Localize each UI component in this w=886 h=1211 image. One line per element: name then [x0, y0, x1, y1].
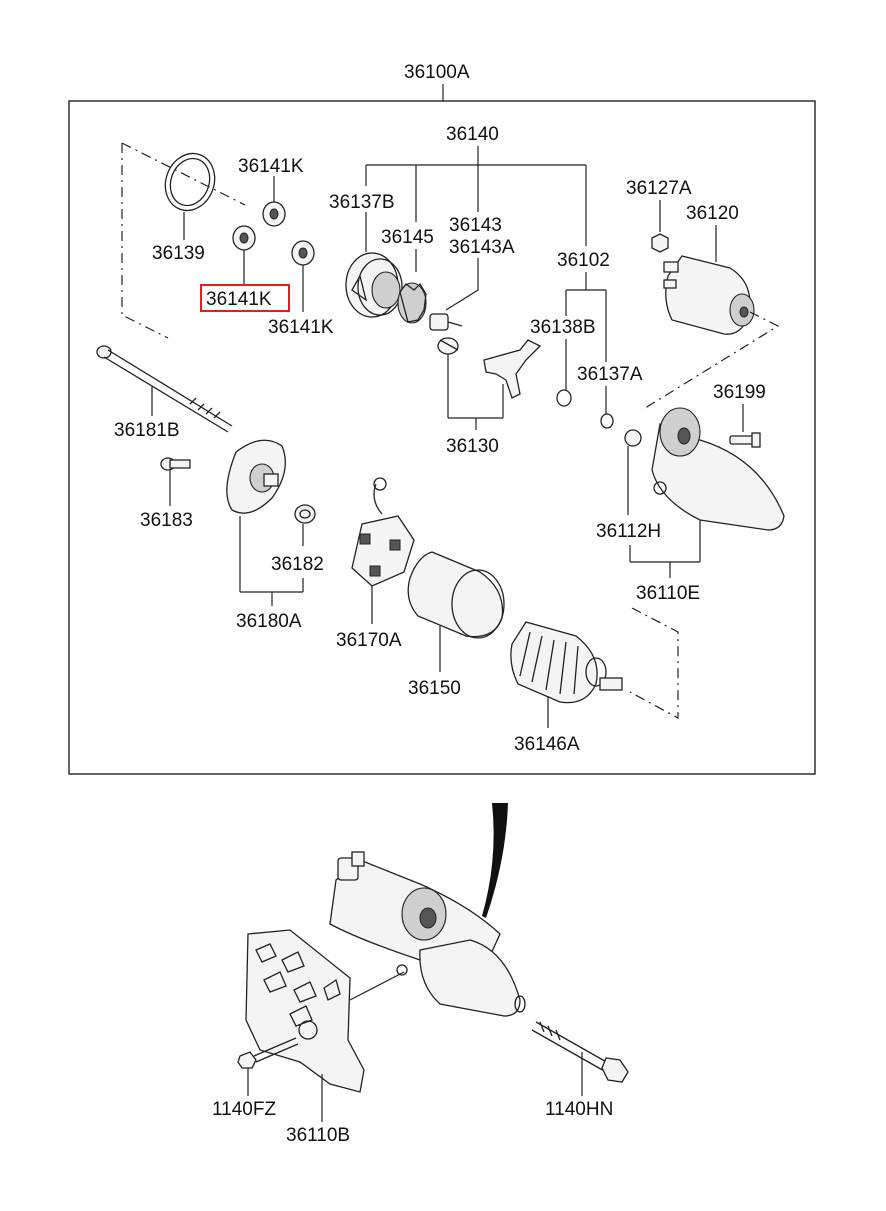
part-36145-pinion[interactable]: [397, 282, 427, 324]
axis-line-left: [121, 143, 169, 339]
label-36199[interactable]: 36199: [713, 382, 766, 403]
label-36141K-right[interactable]: 36141K: [268, 317, 334, 338]
label-36146A[interactable]: 36146A: [514, 734, 580, 755]
part-36110E-front-housing[interactable]: [651, 407, 785, 531]
highlight-box-36141K: [200, 284, 290, 312]
label-36181B[interactable]: 36181B: [114, 420, 180, 441]
part-36170A-brush-holder[interactable]: [351, 477, 415, 587]
label-36140[interactable]: 36140: [446, 124, 499, 145]
part-1140FZ-bolt[interactable]: [237, 1037, 299, 1069]
part-1140HN-bolt[interactable]: [531, 1021, 629, 1083]
leader-36130: [447, 354, 504, 430]
label-36141K-top[interactable]: 36141K: [238, 156, 304, 177]
part-36141K-gear-top[interactable]: [262, 201, 286, 227]
label-36143[interactable]: 36143: [449, 215, 502, 236]
part-36181B-through-bolt[interactable]: [96, 345, 233, 433]
label-36110B[interactable]: 36110B: [286, 1125, 350, 1146]
label-36110E[interactable]: 36110E: [636, 583, 700, 604]
part-36182-bushing[interactable]: [294, 504, 316, 524]
part-36120-solenoid[interactable]: [663, 255, 755, 335]
axis-line-armature: [629, 607, 679, 720]
part-36199-screw[interactable]: [729, 432, 761, 448]
part-36139-seal-ring[interactable]: [158, 147, 223, 218]
part-36141K-gear-selected[interactable]: [232, 225, 256, 251]
label-36182[interactable]: 36182: [271, 554, 324, 575]
part-36110B-heat-shield[interactable]: [245, 929, 365, 1093]
label-36138B[interactable]: 36138B: [530, 317, 596, 338]
leader-shield-to-motor: [349, 971, 405, 1001]
leader-36102: [565, 272, 607, 362]
label-36141K-selected[interactable]: 36141K: [206, 289, 272, 310]
part-36127A-nut[interactable]: [651, 233, 669, 253]
part-36137B-drive-housing[interactable]: [345, 252, 403, 318]
label-36100A[interactable]: 36100A: [404, 62, 470, 83]
label-36137B[interactable]: 36137B: [329, 192, 395, 213]
part-36180A-rear-bracket[interactable]: [226, 439, 286, 514]
assembly-frame: [68, 100, 816, 775]
part-36146A-armature[interactable]: [510, 621, 623, 704]
label-36130[interactable]: 36130: [446, 436, 499, 457]
label-36150[interactable]: 36150: [408, 678, 461, 699]
label-36145[interactable]: 36145: [381, 227, 434, 248]
axis-line-solenoid: [641, 311, 780, 411]
label-36183[interactable]: 36183: [140, 510, 193, 531]
part-36137A-washer[interactable]: [600, 413, 614, 429]
axis-line-top: [121, 142, 246, 206]
label-36112H[interactable]: 36112H: [596, 521, 661, 542]
label-36170A[interactable]: 36170A: [336, 630, 402, 651]
part-starter-motor-assembly[interactable]: [329, 851, 526, 1017]
part-36141K-gear-right[interactable]: [291, 240, 315, 266]
leader-36143: [445, 258, 479, 311]
label-36180A[interactable]: 36180A: [236, 611, 302, 632]
part-36112H-bushing[interactable]: [624, 429, 642, 447]
part-36130-lever-and-plunger[interactable]: [437, 337, 542, 399]
label-1140FZ[interactable]: 1140FZ: [212, 1099, 276, 1120]
label-36137A[interactable]: 36137A: [577, 364, 643, 385]
label-36139[interactable]: 36139: [152, 243, 205, 264]
label-36127A[interactable]: 36127A: [626, 178, 692, 199]
label-36102[interactable]: 36102: [557, 250, 610, 271]
label-36120[interactable]: 36120: [686, 203, 739, 224]
part-36183-screw[interactable]: [160, 457, 191, 471]
leader-36140: [365, 146, 587, 246]
label-36143A[interactable]: 36143A: [449, 237, 515, 258]
installation-arrow: [482, 803, 508, 918]
leader-36180A: [239, 516, 304, 606]
part-36138B-washer[interactable]: [556, 389, 572, 407]
part-36150-yoke[interactable]: [407, 551, 505, 639]
part-36143-stop-ring[interactable]: [429, 313, 463, 331]
label-1140HN[interactable]: 1140HN: [545, 1099, 613, 1120]
leader-36110E: [627, 446, 701, 578]
